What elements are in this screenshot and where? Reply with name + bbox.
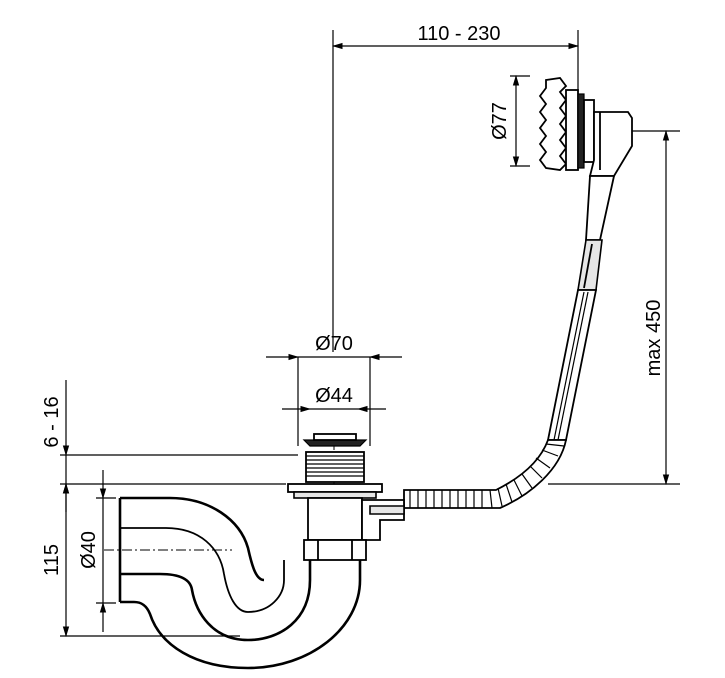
dim-waste-outer: Ø70	[315, 333, 353, 355]
overflow-head	[538, 77, 633, 177]
dimension-labels: 110 - 230 Ø70 Ø44 Ø77 max 450 6 - 16 115…	[41, 23, 665, 576]
hose-corrugations	[409, 443, 565, 509]
s-trap	[118, 496, 362, 670]
dim-outlet-diameter: Ø40	[78, 531, 100, 569]
dim-overflow-diameter: Ø77	[489, 102, 511, 140]
dim-overflow-reach: 110 - 230	[417, 23, 500, 45]
thread-lines	[306, 455, 364, 477]
dimension-arrows	[62, 42, 670, 638]
dim-waste-inner: Ø44	[315, 385, 353, 407]
dim-flange-thickness: 6 - 16	[41, 396, 63, 447]
overflow-tube	[546, 175, 616, 441]
flexible-hose	[403, 439, 568, 509]
dim-trap-height: 115	[41, 544, 63, 576]
dim-tube-length: max 450	[643, 300, 665, 377]
waste-fitting	[287, 433, 405, 561]
